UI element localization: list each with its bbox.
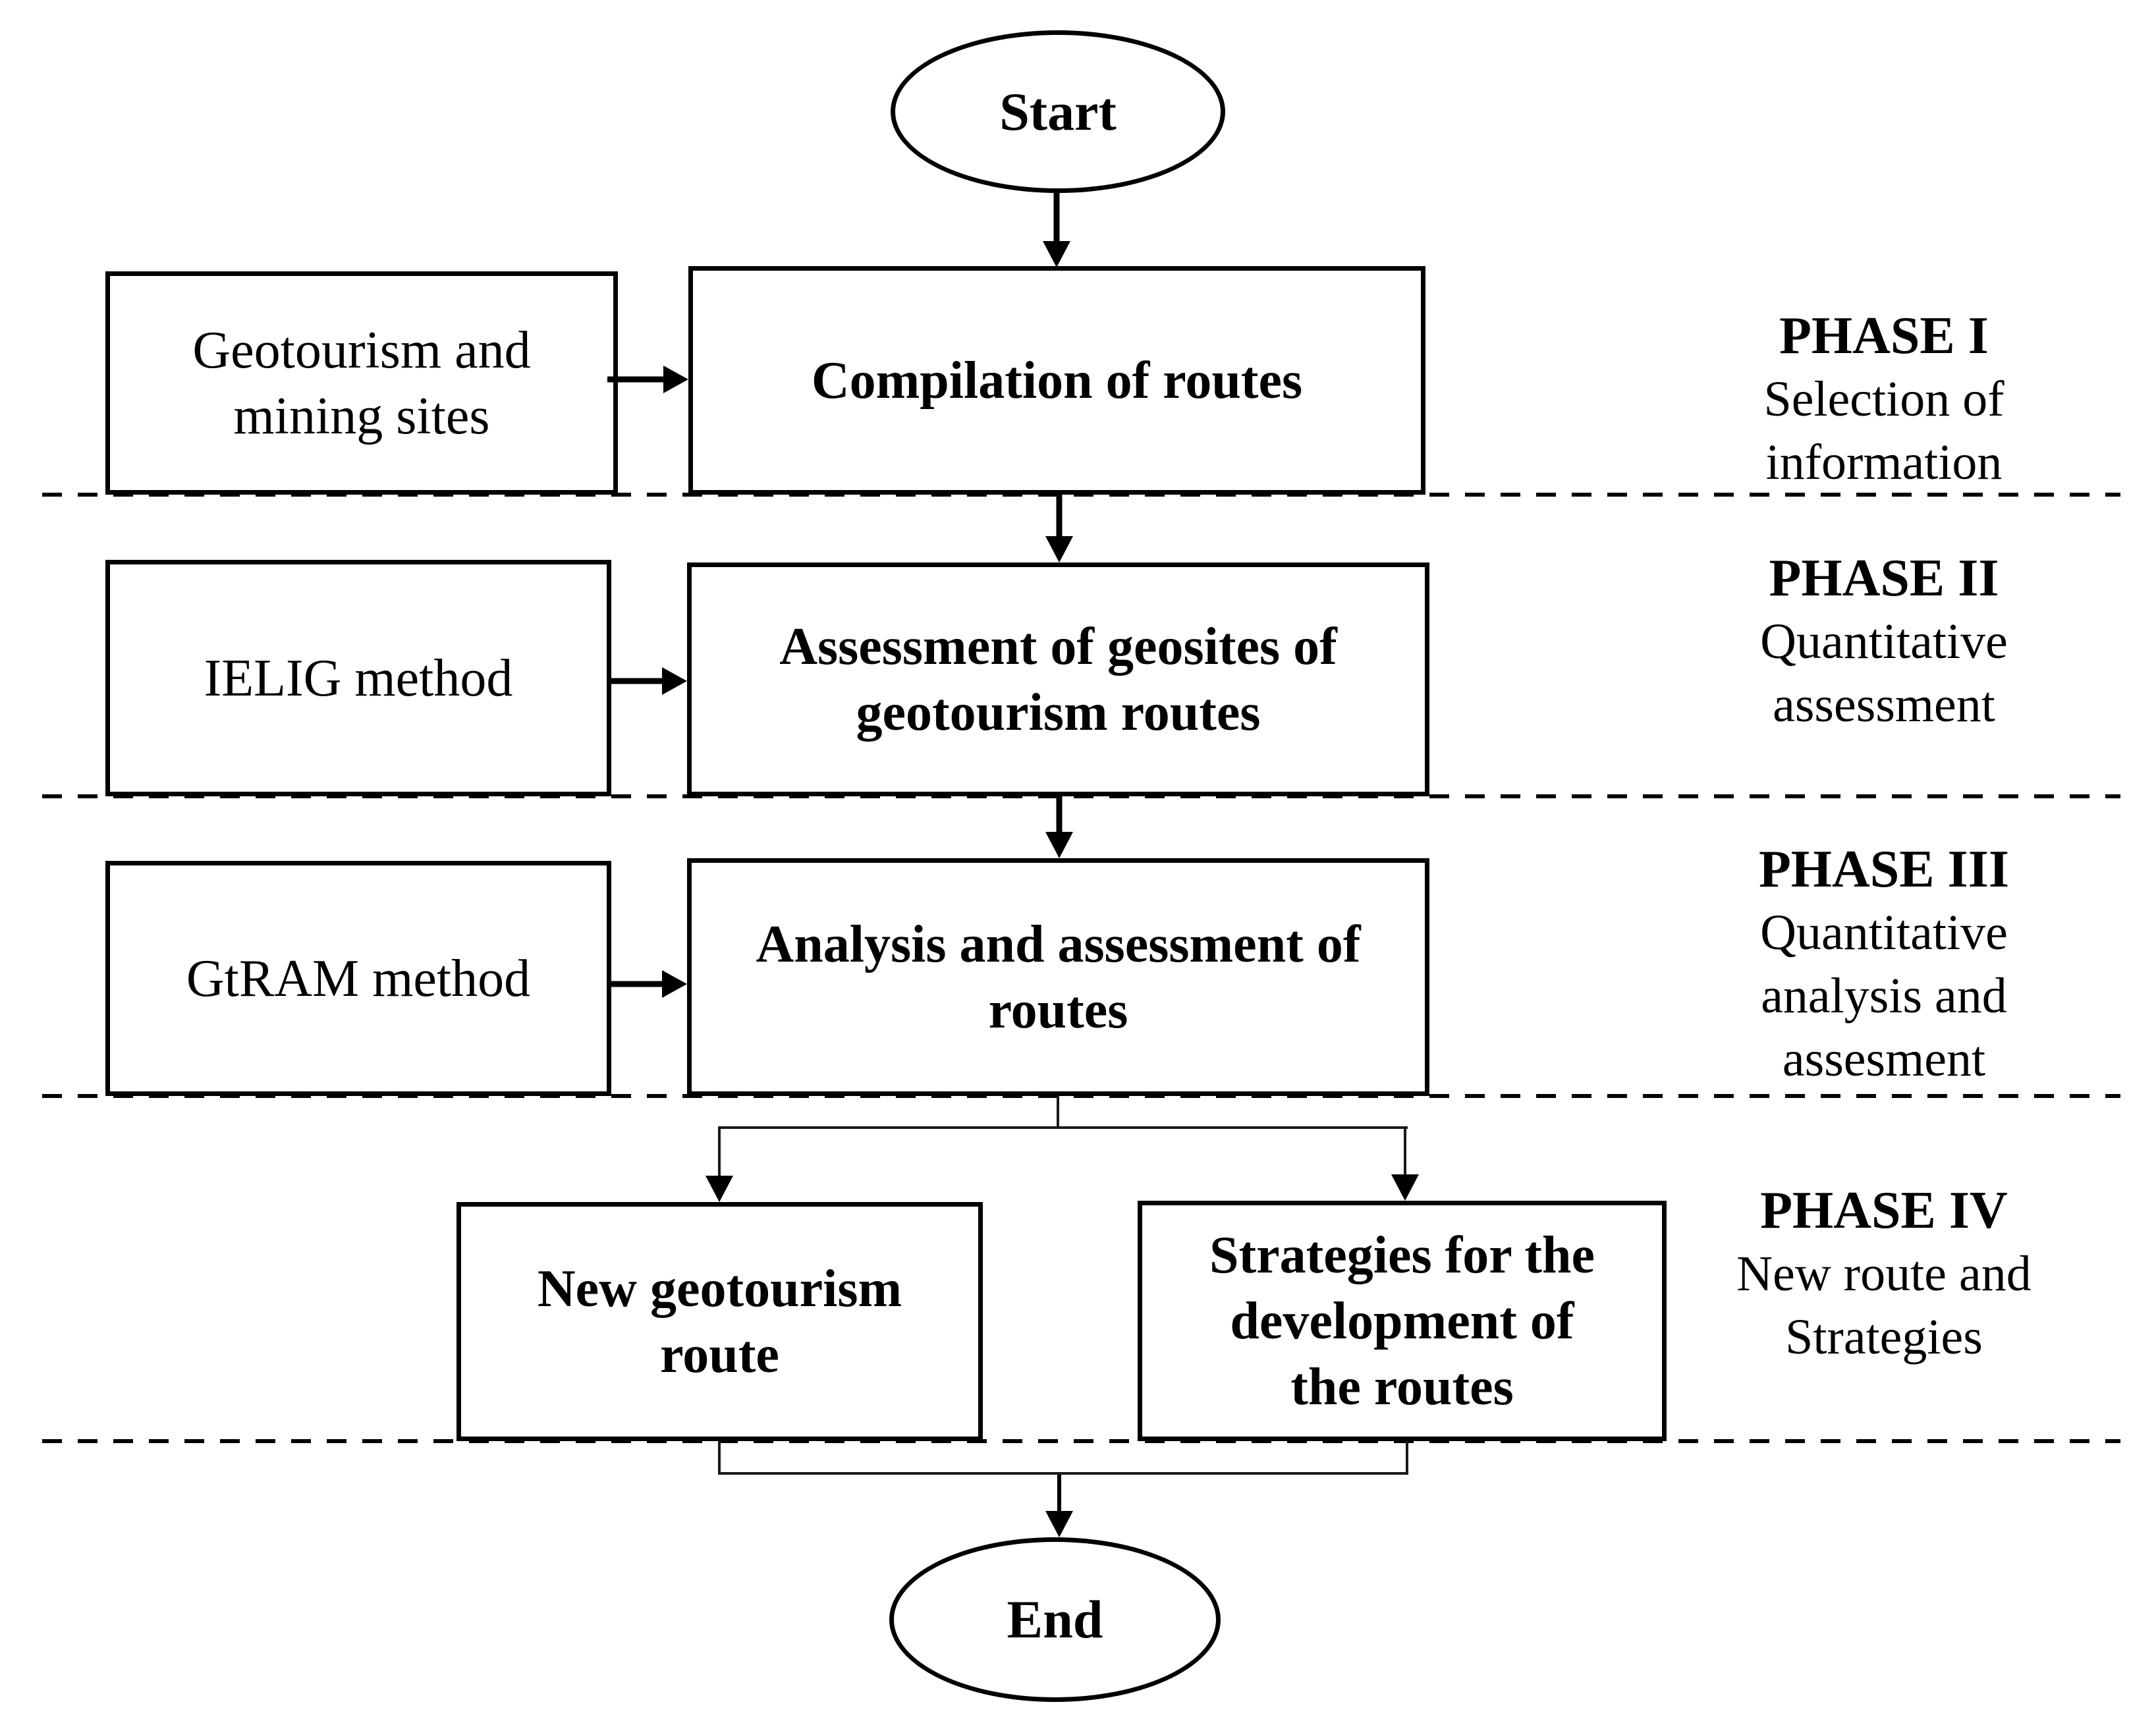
- box-analysis: Analysis and assessment of routes: [687, 858, 1429, 1096]
- box-analysis-label: Analysis and assessment of routes: [756, 915, 1361, 1039]
- arrow-join-to-end: [1045, 1475, 1074, 1537]
- start-label: Start: [999, 81, 1117, 142]
- branch-horizontal-line: [718, 1126, 1408, 1129]
- box-strategies-label: Strategies for the development of the ro…: [1209, 1226, 1595, 1416]
- phase-1-label: PHASE I Selection of information: [1653, 304, 2115, 494]
- phase-divider-1: [42, 493, 2120, 497]
- phase-2-label: PHASE II Quantitative assessment: [1653, 547, 2115, 736]
- box-geotourism-sites-label: Geotourism and mining sites: [192, 321, 531, 445]
- phase-2-description: Quantitative assessment: [1760, 614, 2008, 732]
- phase-3-title: PHASE III: [1758, 840, 2010, 898]
- phase-3-label: PHASE III Quantitative analysis and asse…: [1653, 838, 2115, 1091]
- box-strategies: Strategies for the development of the ro…: [1138, 1201, 1667, 1441]
- arrow-geotourism-to-compilation: [607, 365, 688, 394]
- end-node: End: [889, 1537, 1221, 1702]
- phase-1-title: PHASE I: [1779, 307, 1989, 365]
- phase-4-title: PHASE IV: [1760, 1182, 2008, 1240]
- box-compilation: Compilation of routes: [688, 266, 1425, 495]
- join-left-line: [718, 1441, 721, 1475]
- phase-2-title: PHASE II: [1769, 549, 1999, 607]
- arrow-assessment-to-analysis: [1045, 796, 1074, 858]
- box-assessment: Assessment of geosites of geotourism rou…: [687, 562, 1429, 796]
- box-new-route: New geotourism route: [456, 1202, 983, 1441]
- arrow-branch-to-strategies: [1391, 1126, 1420, 1201]
- end-label: End: [1007, 1589, 1103, 1649]
- arrow-start-to-compilation: [1042, 191, 1071, 267]
- phase-divider-2: [42, 794, 2120, 798]
- join-horizontal-line: [718, 1472, 1408, 1475]
- phase-4-label: PHASE IV New route and Strategies: [1653, 1179, 2115, 1369]
- box-assessment-label: Assessment of geosites of geotourism rou…: [779, 617, 1337, 742]
- box-ielig: IELIG method: [105, 560, 611, 796]
- arrow-branch-to-new-route: [705, 1126, 734, 1202]
- phase-divider-3: [42, 1094, 2120, 1098]
- box-gtram-label: GtRAM method: [186, 949, 531, 1008]
- box-new-route-label: New geotourism route: [537, 1259, 902, 1384]
- phase-1-description: Selection of information: [1763, 371, 2004, 490]
- box-geotourism-sites: Geotourism and mining sites: [105, 271, 618, 495]
- phase-3-description: Quantitative analysis and assesment: [1760, 905, 2008, 1087]
- box-gtram: GtRAM method: [105, 861, 611, 1096]
- arrow-gtram-to-analysis: [611, 970, 687, 999]
- join-right-line: [1406, 1441, 1408, 1475]
- arrow-compilation-to-assessment: [1045, 495, 1074, 562]
- branch-stem-line: [1057, 1096, 1059, 1129]
- box-ielig-label: IELIG method: [204, 649, 513, 707]
- arrow-ielig-to-assessment: [611, 667, 687, 696]
- phase-4-description: New route and Strategies: [1736, 1246, 2032, 1365]
- phase-divider-4: [42, 1439, 2120, 1443]
- box-compilation-label: Compilation of routes: [811, 351, 1303, 410]
- start-node: Start: [891, 30, 1225, 193]
